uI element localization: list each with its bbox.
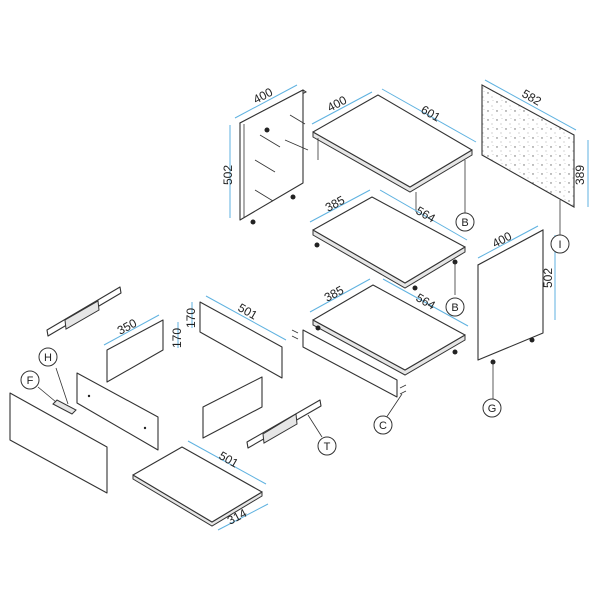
svg-text:B: B: [461, 217, 468, 229]
dim-right-side-height: 502: [541, 268, 555, 288]
callout-b-upper: B: [455, 212, 475, 232]
dim-top-depth: 400: [325, 93, 350, 115]
callout-t: T: [317, 436, 337, 456]
dim-drawer-bottom-width: 501: [217, 448, 242, 470]
shelf-upper: [309, 189, 468, 295]
dim-back-height: 389: [573, 165, 587, 185]
dim-shelf2-depth: 385: [322, 283, 347, 305]
right-side-panel: [477, 225, 556, 400]
drawer-rail-right: [246, 399, 323, 449]
svg-text:G: G: [488, 403, 497, 415]
svg-text:I: I: [558, 239, 561, 251]
dim-back-width: 582: [520, 86, 545, 108]
svg-text:T: T: [324, 441, 331, 453]
drawer-side-panel-upper: [191, 295, 287, 379]
handle: [52, 399, 77, 415]
dim-left-side-width: 400: [251, 85, 276, 107]
dim-left-side-height: 502: [221, 165, 235, 185]
callout-g: G: [482, 398, 502, 418]
callout-h: H: [38, 347, 58, 367]
callout-c: C: [373, 415, 393, 435]
svg-text:B: B: [451, 302, 458, 314]
plinth-board: [291, 329, 407, 419]
callout-b-lower: B: [445, 297, 465, 317]
callout-f: F: [20, 370, 40, 390]
drawer-inner-front-panel: [202, 376, 263, 439]
drawer-bottom-board: [132, 440, 269, 531]
top-board: [311, 88, 477, 215]
shelf-lower: [309, 278, 469, 376]
dim-drawer-back-height: 170: [170, 328, 184, 348]
dim-shelf1-depth: 385: [323, 193, 348, 215]
svg-text:H: H: [44, 352, 52, 364]
drawer-rail-left: [46, 286, 122, 337]
callout-i: I: [550, 234, 570, 254]
drawer-front-panel: [9, 367, 108, 494]
svg-text:C: C: [379, 420, 387, 432]
back-panel: [481, 79, 589, 235]
drawer-side-panel-lower: [76, 372, 159, 451]
left-side-panel: [229, 84, 309, 225]
drawer-back-panel: [103, 314, 179, 383]
dim-drawer-side-width: 501: [236, 300, 261, 322]
dim-drawer-side-height: 170: [184, 308, 198, 328]
svg-text:F: F: [27, 375, 34, 387]
